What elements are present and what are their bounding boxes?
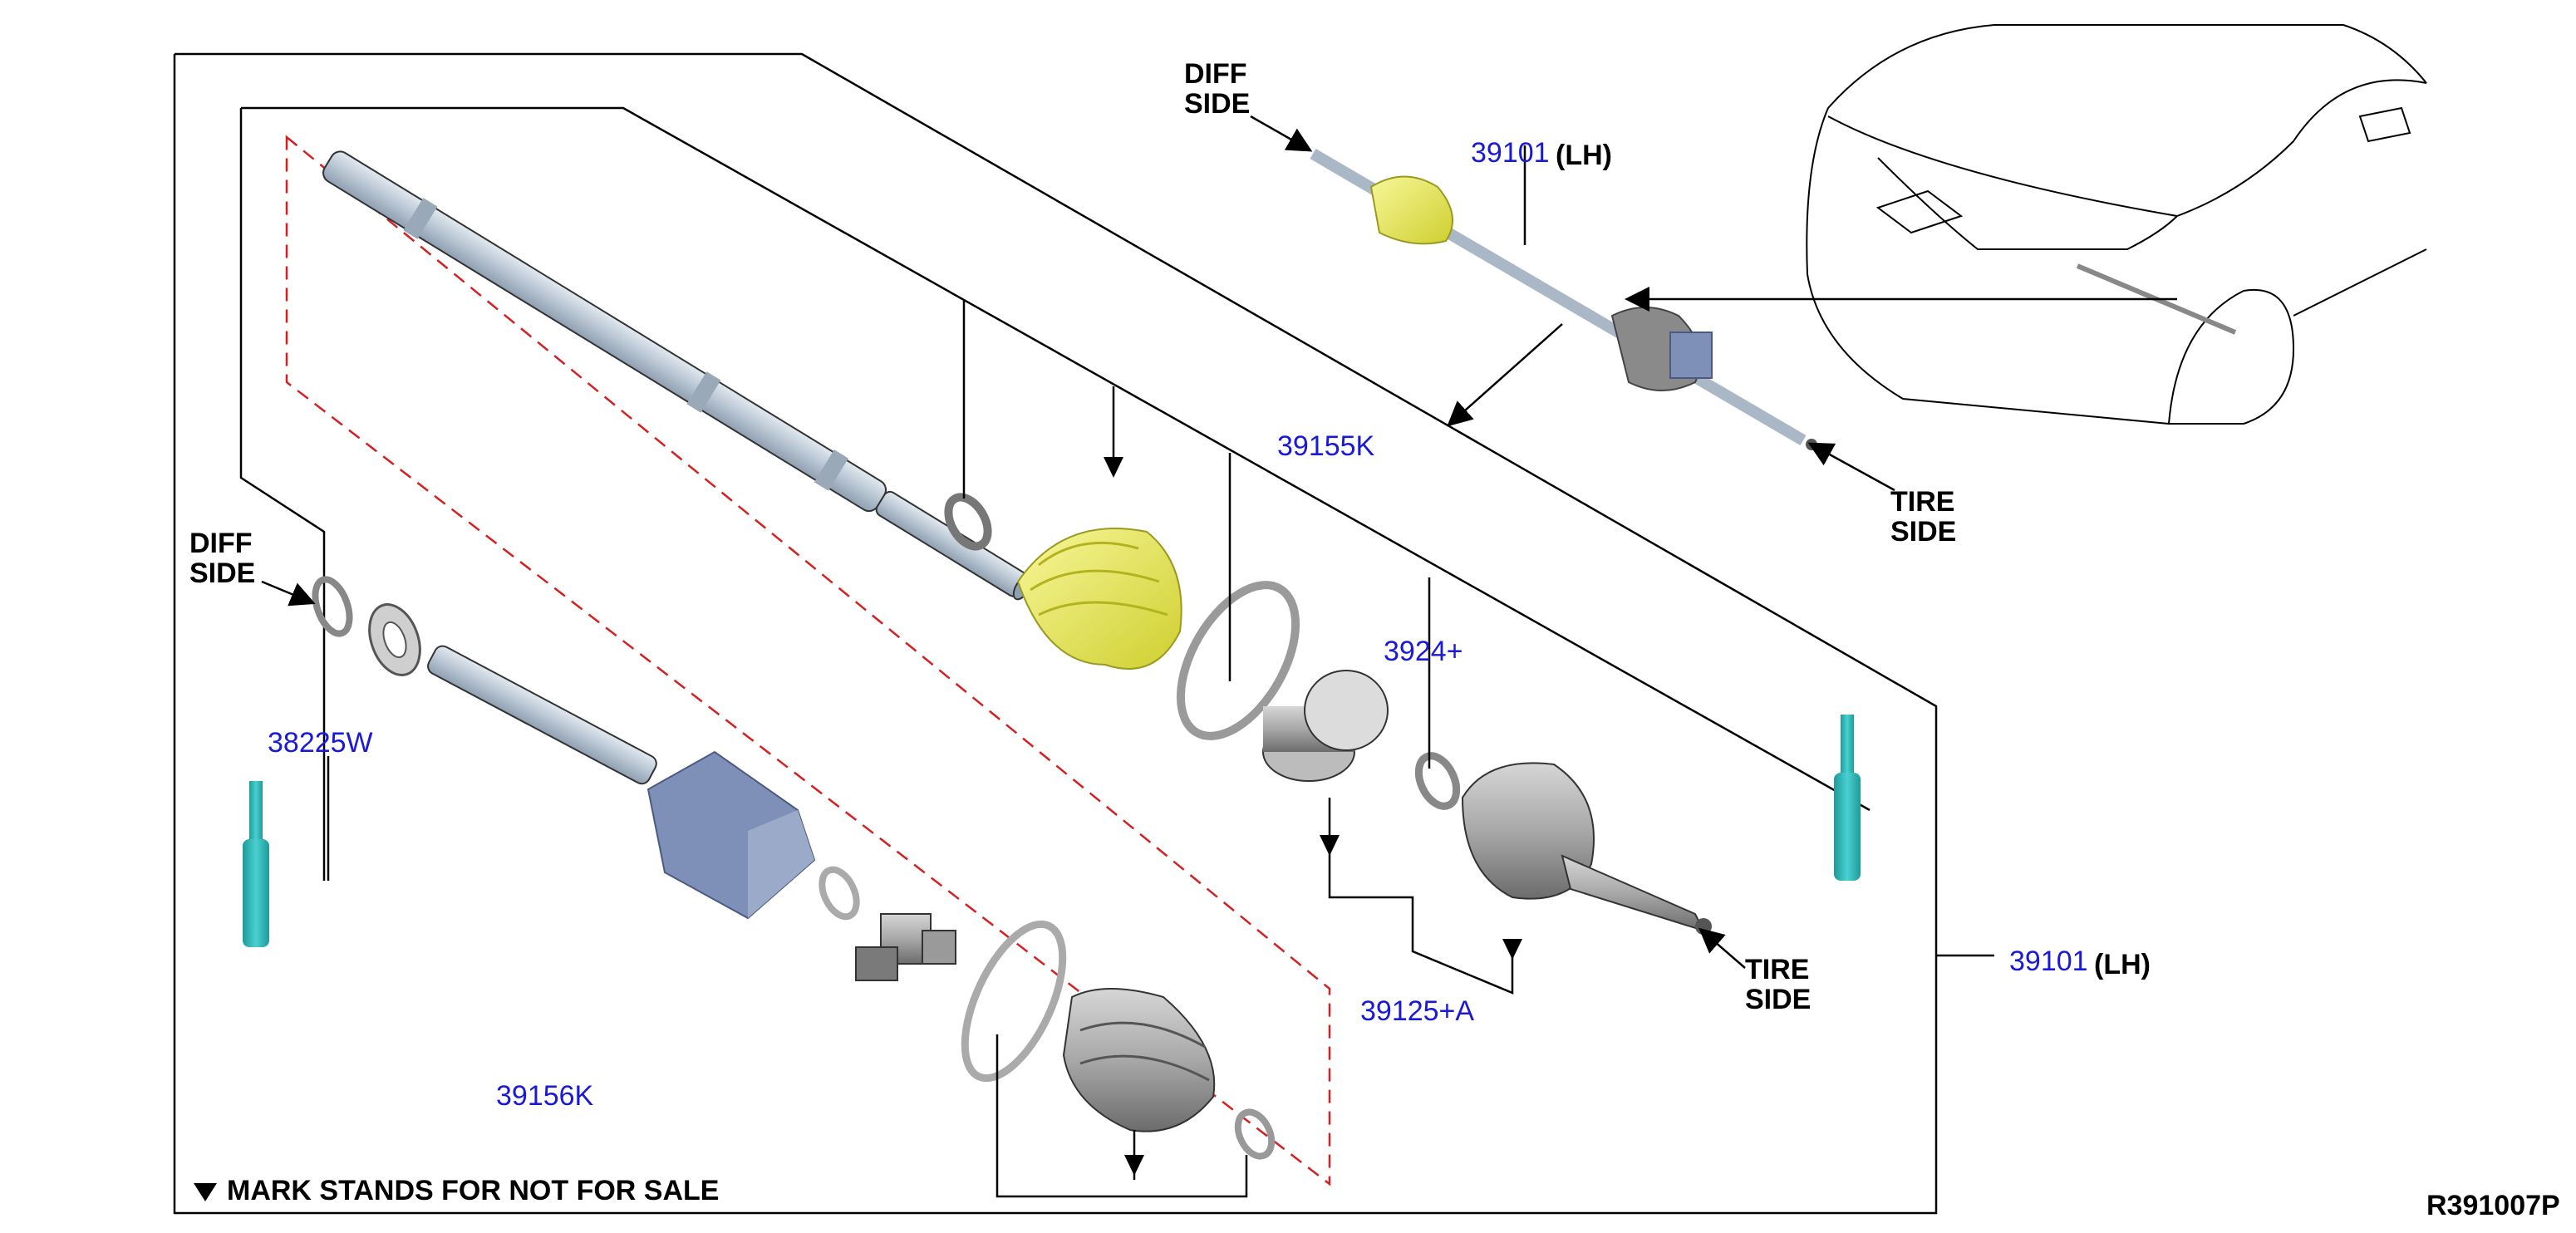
inner-assembly-dashed-box <box>285 135 1331 1186</box>
part-39101-right: 39101 <box>2009 946 2088 977</box>
tire-side-label-top-2: SIDE <box>1890 516 1956 548</box>
circlip-diff-side <box>312 576 353 637</box>
part-39125A: 39125+A <box>1360 995 1474 1027</box>
boot-band-lower <box>961 920 1067 1083</box>
complete-axle-top <box>1310 148 1817 450</box>
nfs-marker <box>1124 1155 1144 1176</box>
diff-side-label-top-2: SIDE <box>1184 88 1250 120</box>
gray-boot <box>1062 988 1216 1132</box>
part-39101-right-suffix: (LH) <box>2094 949 2151 980</box>
diff-side-label-left-2: SIDE <box>189 558 255 589</box>
labels: DIFF SIDE 39101 (LH) TIRE SIDE 39155K DI… <box>189 58 2560 1221</box>
part-38225W: 38225W <box>268 727 373 759</box>
tire-side-label-mid-2: SIDE <box>1745 984 1811 1015</box>
vehicle-location-sketch <box>1806 24 2427 425</box>
nfs-marker <box>1320 835 1340 856</box>
nfs-marker <box>1104 457 1123 478</box>
outer-cv-joint <box>1461 762 1712 935</box>
spider-assembly <box>855 913 956 981</box>
pointer-arrows <box>261 115 2177 969</box>
boot-band-small <box>944 493 992 551</box>
leader-lines <box>327 299 1522 1198</box>
grease-tube-left <box>243 781 269 947</box>
legend-text: MARK STANDS FOR NOT FOR SALE <box>227 1175 719 1206</box>
diagram-code: R391007P <box>2426 1190 2560 1221</box>
tripod-housing <box>646 750 816 920</box>
part-39101-top: 39101 <box>1471 137 1550 169</box>
circlip-small <box>1414 752 1461 810</box>
nfs-marker <box>1502 939 1522 960</box>
tire-side-label-top-1: TIRE <box>1890 486 1954 518</box>
snap-ring <box>819 866 860 921</box>
boot-band-tiny <box>1234 1108 1276 1160</box>
boot-band-large <box>1176 581 1300 740</box>
part-39156K: 39156K <box>496 1080 594 1112</box>
grease-tube-right <box>1834 715 1861 881</box>
inner-shaft <box>322 150 1033 601</box>
tire-side-label-mid-1: TIRE <box>1745 954 1809 985</box>
part-3924x: 3924+ <box>1384 636 1463 667</box>
inner-shaft-lower <box>427 645 657 785</box>
yellow-boot <box>1016 528 1182 670</box>
part-39155K: 39155K <box>1277 430 1375 462</box>
diff-side-label-top-1: DIFF <box>1184 58 1247 90</box>
dynamic-damper <box>1262 670 1389 782</box>
part-39101-top-suffix: (LH) <box>1556 140 1612 171</box>
oil-seal <box>368 603 421 676</box>
outer-frame-lines <box>173 52 1994 1215</box>
nfs-legend-triangle <box>194 1183 217 1201</box>
diff-side-label-left-1: DIFF <box>189 528 253 559</box>
